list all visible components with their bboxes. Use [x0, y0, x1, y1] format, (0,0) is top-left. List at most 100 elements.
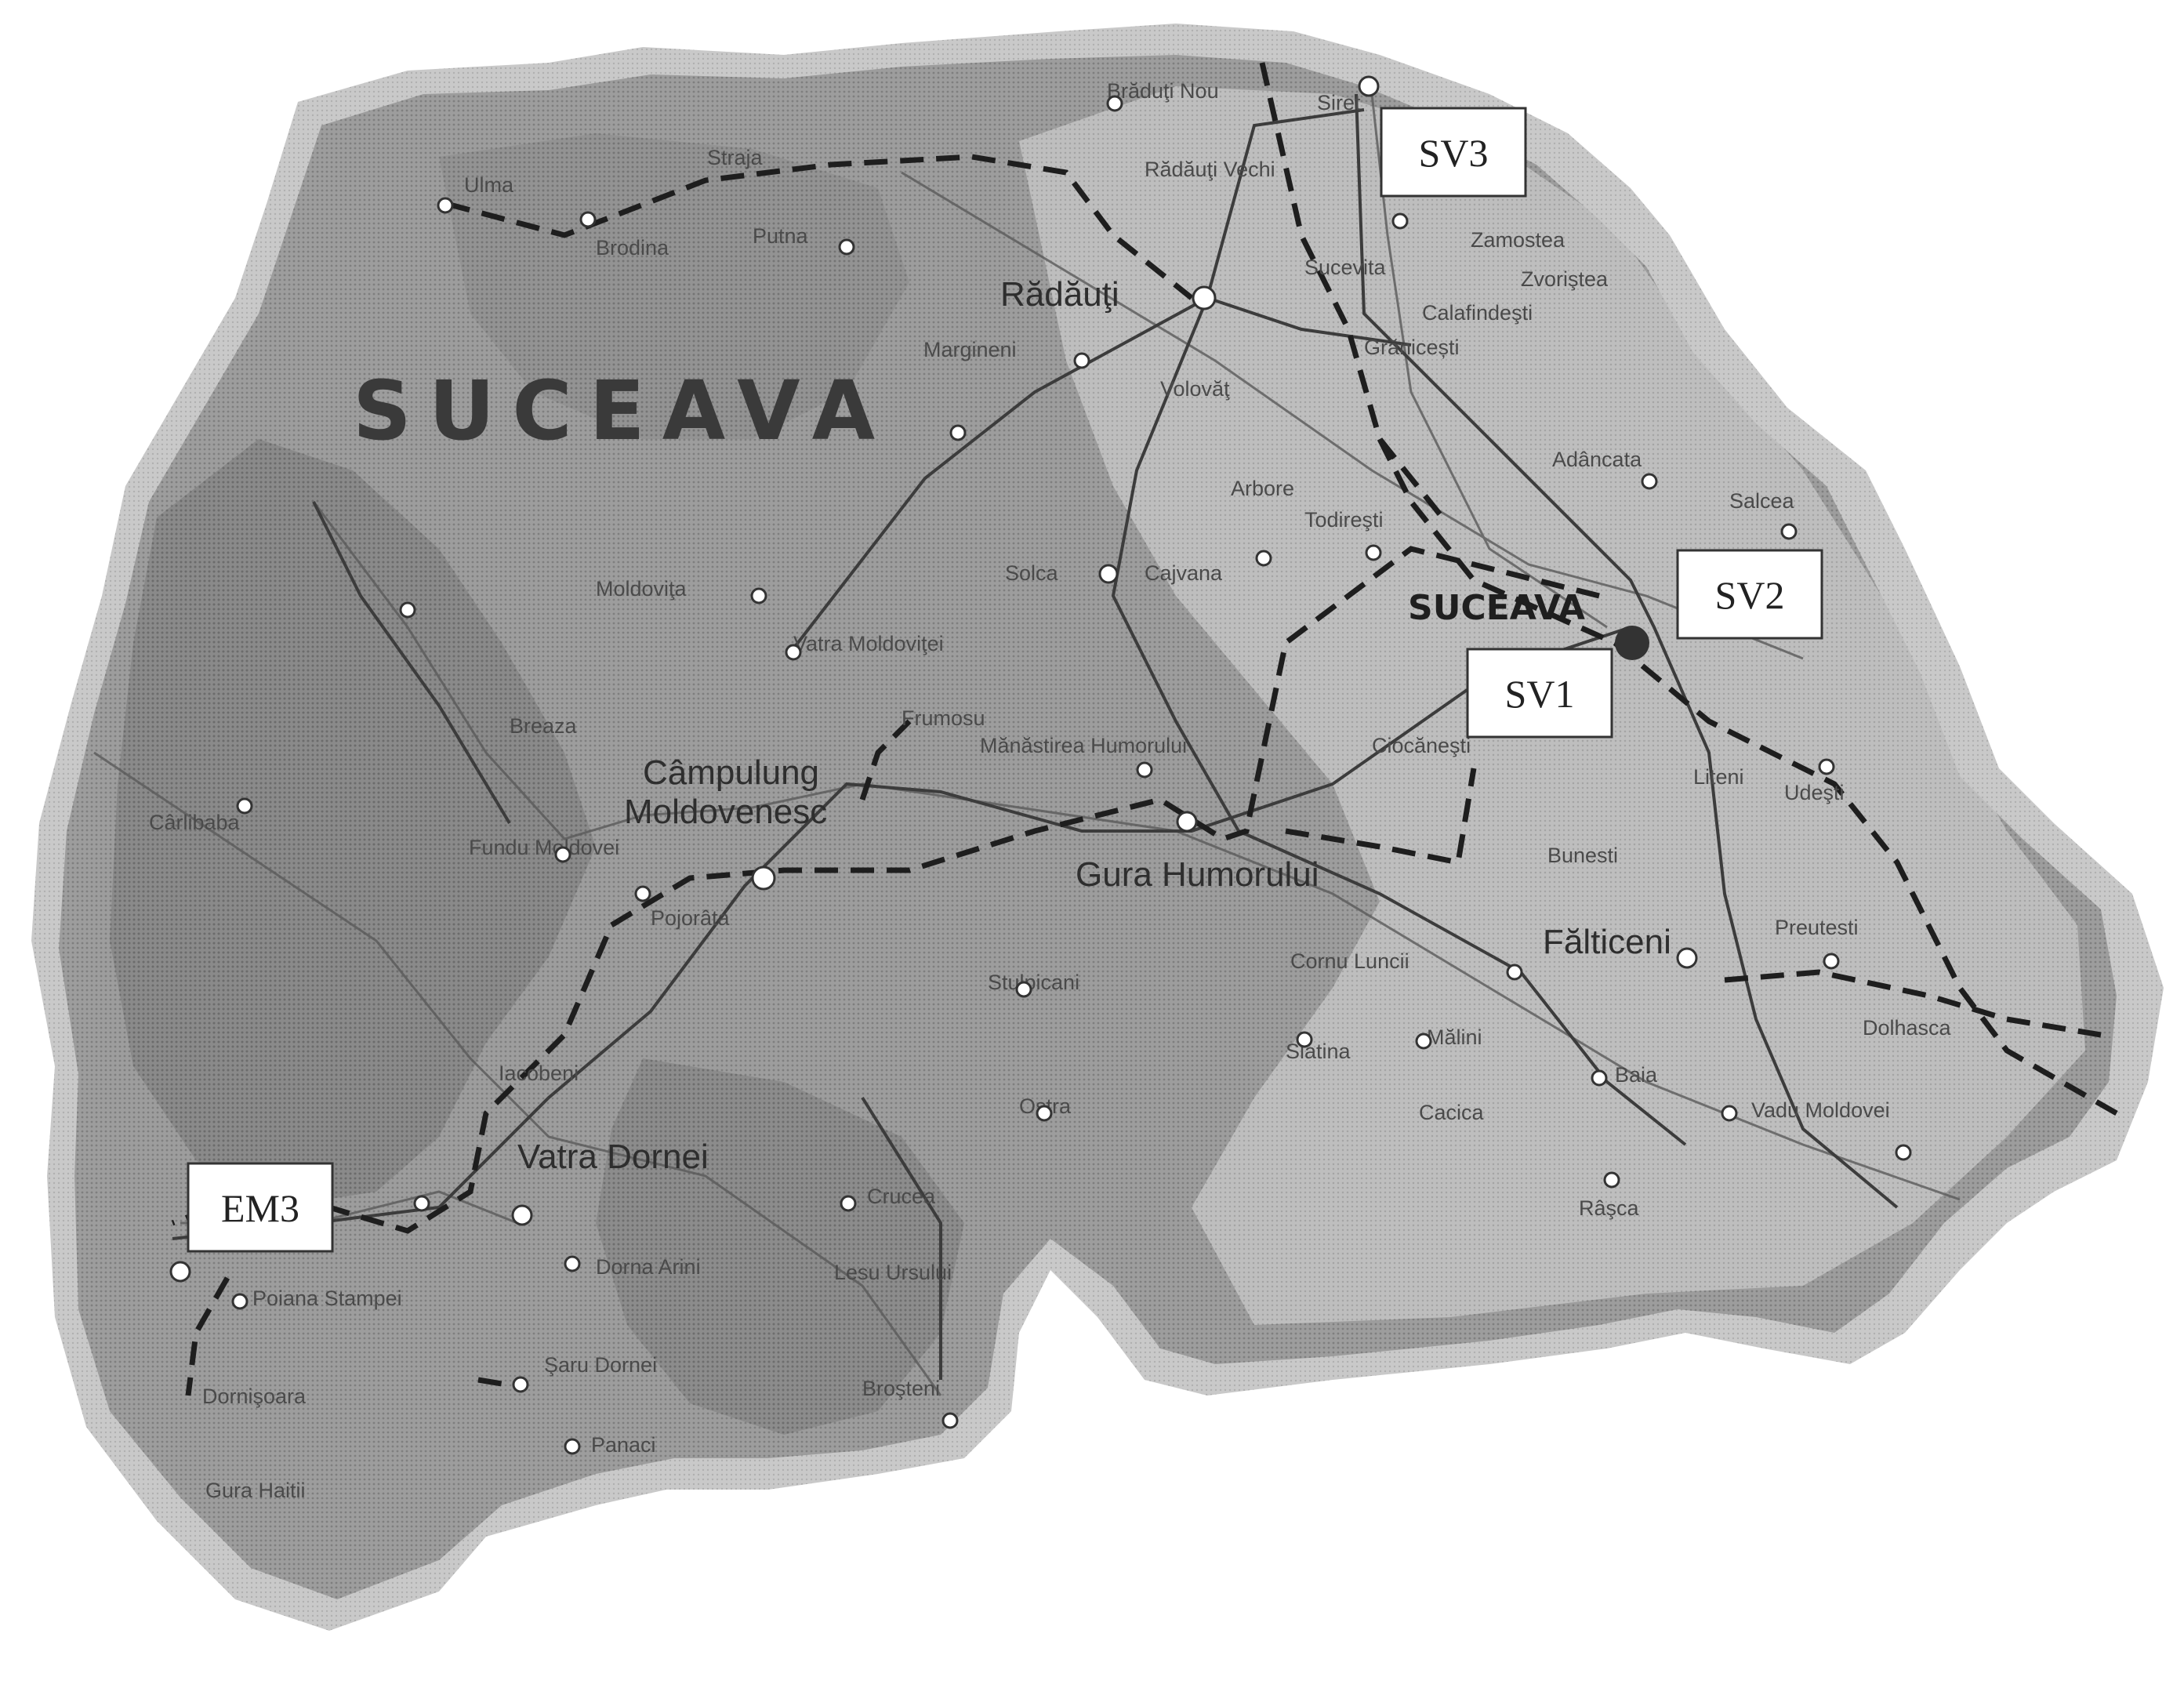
town-marker	[1015, 981, 1032, 998]
railway-main	[1377, 437, 2118, 1116]
town-marker	[1106, 95, 1123, 112]
roads	[172, 93, 1899, 1380]
town-label: Dorna Arini	[596, 1255, 701, 1279]
station-em3: EM3	[187, 1162, 334, 1253]
town-label: Vadu Moldovei	[1751, 1098, 1890, 1122]
town-label: Grănicești	[1364, 336, 1460, 359]
town-label: Vatra Moldoviţei	[793, 632, 944, 655]
town-marker	[564, 1438, 581, 1455]
station-box	[1380, 107, 1527, 198]
suceava-river	[901, 171, 1804, 660]
town-label: Putna	[753, 224, 809, 248]
town-label: Breaza	[510, 714, 578, 738]
railway-suceava-west	[171, 546, 1600, 1234]
town-marker	[949, 424, 967, 441]
town-label: Siret	[1317, 91, 1361, 114]
town-marker	[785, 644, 802, 661]
town-moldovenesc-label: Moldovenesc	[624, 793, 827, 831]
road-dn17	[172, 626, 1631, 1240]
town-marker	[1296, 1031, 1313, 1048]
town-marker	[1358, 75, 1380, 97]
station-box	[1466, 648, 1613, 739]
town-label: Dolhasca	[1863, 1016, 1952, 1040]
station-label: SV1	[1505, 672, 1575, 716]
town-label: Slatina	[1286, 1040, 1351, 1063]
town-gura-humorului-label: Gura Humorului	[1076, 855, 1319, 894]
town-marker	[1176, 811, 1198, 833]
town-marker	[1506, 964, 1523, 981]
station-label: EM3	[221, 1186, 299, 1230]
road-e85	[1355, 93, 1899, 1209]
capital-marker	[1615, 626, 1649, 660]
town-marker	[169, 1261, 191, 1283]
town-marker	[1073, 352, 1090, 369]
town-label: Salcea	[1729, 489, 1795, 513]
town-label: Udeşti	[1784, 781, 1845, 804]
railways	[171, 62, 2118, 1396]
railway-dornisoara	[185, 1276, 230, 1396]
town-marker	[437, 197, 454, 214]
mountain-zone-north	[439, 133, 909, 439]
railway-siret	[1259, 62, 1445, 520]
town-label: Mănăstirea Humorului	[980, 734, 1187, 757]
road-dn17a	[1111, 297, 1240, 832]
town-label: Zamostea	[1471, 228, 1565, 252]
town-label: Broşteni	[862, 1377, 940, 1400]
town-label: Sucevita	[1304, 256, 1387, 279]
town-label: Râşca	[1579, 1196, 1640, 1220]
county-title: SUCEAVA	[353, 363, 892, 459]
town-marker	[1818, 758, 1835, 775]
town-marker	[1895, 1144, 1912, 1161]
town-marker	[413, 1195, 430, 1212]
town-marker	[840, 1195, 857, 1212]
town-label: Rădăuţi Vechi	[1145, 158, 1275, 181]
station-box	[1676, 549, 1823, 640]
town-marker	[1603, 1171, 1620, 1189]
town-marker	[1391, 212, 1409, 230]
town-label: Dornişoara	[202, 1385, 307, 1408]
town-label: Todireşti	[1304, 508, 1384, 532]
town-radauti-label: Rădăuţi	[1000, 275, 1119, 314]
road-dn2e	[790, 296, 1412, 652]
town-label: Arbore	[1231, 477, 1294, 500]
town-marker	[1676, 947, 1698, 969]
town-label: Ulma	[464, 173, 514, 197]
town-label: Brăduţi Nou	[1107, 79, 1219, 103]
town-marker	[750, 587, 767, 604]
town-marker	[838, 238, 855, 256]
town-marker	[1192, 285, 1217, 310]
railway-vatra-moldovitei	[859, 719, 912, 801]
station-sv2: SV2	[1676, 549, 1823, 640]
town-marker	[564, 1255, 581, 1272]
town-label: Mălini	[1427, 1025, 1482, 1049]
town-markers	[169, 75, 1912, 1455]
town-marker	[634, 885, 651, 902]
town-label: Cacica	[1419, 1101, 1485, 1124]
town-label: Preutesti	[1775, 916, 1859, 939]
town-label: Lesu Ursului	[834, 1261, 952, 1284]
town-label: Bunesti	[1547, 844, 1618, 867]
town-label: Pojorâta	[651, 906, 731, 930]
town-label: Frumosu	[902, 706, 985, 730]
moldova-river	[312, 501, 1961, 1201]
town-marker	[1136, 761, 1153, 779]
station-sv1: SV1	[1466, 648, 1613, 739]
town-label: Şaru Dornei	[544, 1353, 657, 1377]
town-marker	[1098, 564, 1119, 584]
town-marker	[941, 1412, 959, 1429]
town-label: Straja	[707, 146, 764, 169]
town-marker	[512, 1376, 529, 1393]
town-label: Panaci	[591, 1433, 656, 1457]
road-dn18	[312, 501, 511, 825]
town-marker	[399, 601, 416, 619]
town-label: Volovăţ	[1160, 377, 1230, 401]
town-label: Liteni	[1693, 765, 1744, 789]
bistrita-river	[93, 751, 942, 1396]
railway-loop	[1285, 768, 1477, 866]
town-marker	[1255, 550, 1272, 567]
town-falticeni-label: Fălticeni	[1543, 923, 1671, 961]
station-box	[187, 1162, 334, 1253]
town-label: Poiana Stampei	[252, 1287, 402, 1310]
town-label: Moldoviţa	[596, 577, 687, 601]
